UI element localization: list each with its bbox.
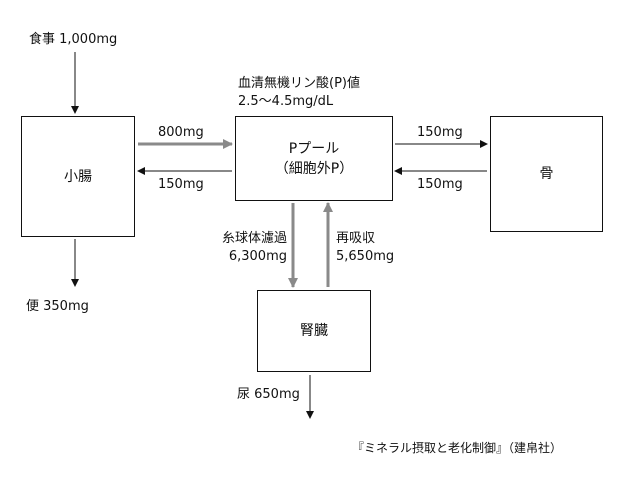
bone-box: 骨	[490, 116, 603, 232]
pool-title: Pプール	[288, 140, 340, 157]
absorption-value: 800mg	[158, 125, 204, 140]
glomerular-filtration-label: 糸球体濾過	[221, 231, 287, 246]
pool-subtitle: （細胞外P）	[274, 160, 354, 177]
bone-label: 骨	[539, 166, 554, 182]
reabsorption-value: 5,650mg	[336, 249, 395, 264]
food-intake-label: 食事 1,000mg	[29, 32, 118, 47]
kidney-label: 腎臓	[300, 323, 328, 339]
stool-label: 便 350mg	[26, 299, 89, 314]
phosphate-pool-box: Pプール （細胞外P）	[235, 116, 393, 201]
serum-phosphate-range: 2.5～4.5mg/dL	[238, 94, 334, 109]
urine-label: 尿 650mg	[237, 387, 300, 402]
intestine-box: 小腸	[21, 116, 135, 237]
from-bone-value: 150mg	[417, 177, 463, 192]
intestine-label: 小腸	[64, 168, 92, 185]
serum-phosphate-title: 血清無機リン酸(P)値	[238, 76, 360, 91]
glomerular-filtration-value: 6,300mg	[228, 249, 287, 264]
to-bone-value: 150mg	[417, 125, 463, 140]
intestine-secretion-value: 150mg	[158, 177, 204, 192]
reabsorption-label: 再吸収	[336, 231, 376, 246]
source-citation: 『ミネラル摂取と老化制御』（建帛社）	[352, 441, 563, 455]
kidney-box: 腎臓	[257, 290, 371, 372]
